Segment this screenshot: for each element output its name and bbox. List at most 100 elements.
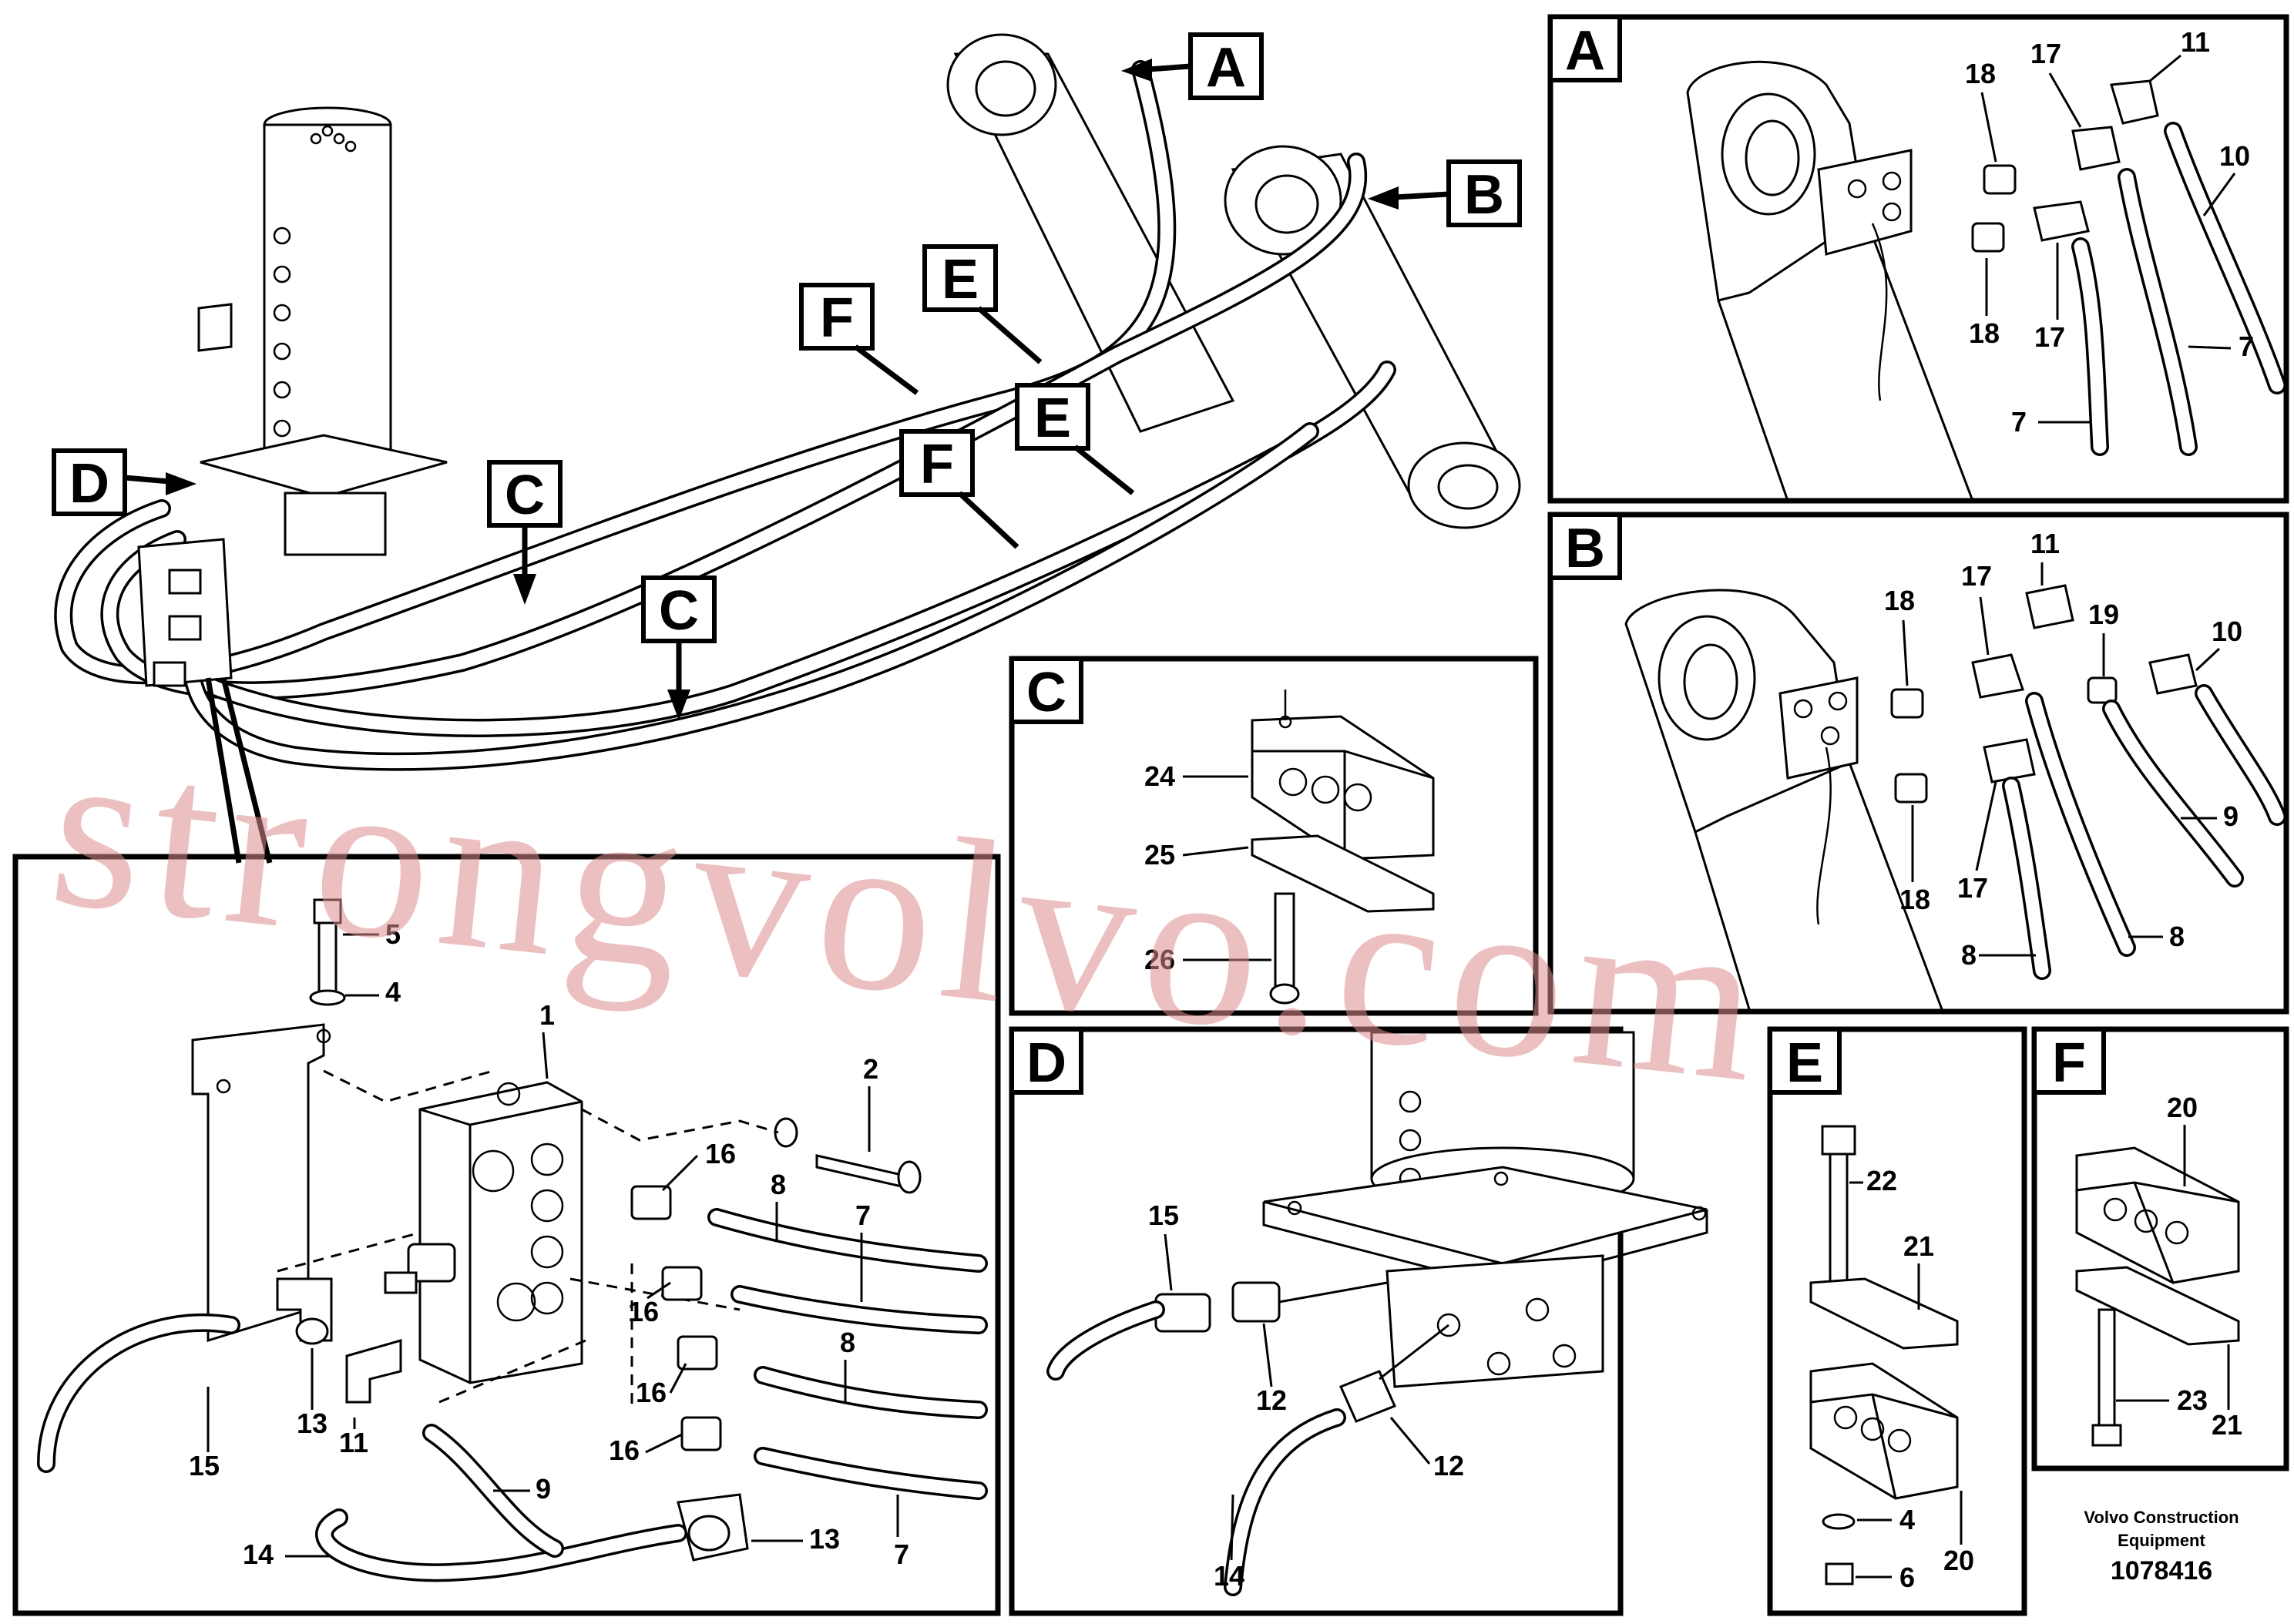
svg-text:F: F (920, 434, 954, 495)
company-line-1: Volvo Construction (2084, 1508, 2239, 1527)
overview-badge-b: B (1368, 159, 1522, 227)
main-panel-callouts: 1 2 4 5 7 7 8 8 9 11 13 13 14 15 16 16 1… (189, 918, 909, 1570)
panel-c-callout-25: 25 (1144, 839, 1175, 871)
panel-b-callout-17-top: 17 (1961, 560, 1992, 592)
panel-b-fittings (1890, 584, 2198, 804)
panel-c-callout-24: 24 (1144, 760, 1175, 792)
svg-text:A: A (1565, 20, 1605, 82)
panel-a-callout-11: 11 (2181, 26, 2210, 58)
panel-e-callout-6: 6 (1899, 1562, 1915, 1593)
panel-f-callout-23: 23 (2177, 1384, 2208, 1416)
svg-text:E: E (1034, 388, 1071, 449)
boom-cylinder-b (1224, 145, 1521, 529)
panel-e: E 22 21 4 6 20 (1767, 1026, 2027, 1616)
overview-badge-c-lower: C (641, 575, 717, 720)
panel-b: B 18 17 11 19 10 18 (1547, 512, 2289, 1015)
overview-badge-a: A (1121, 32, 1264, 100)
svg-text:C: C (659, 580, 699, 642)
panel-f-callout-21: 21 (2212, 1409, 2242, 1441)
main-hoses (37, 1208, 988, 1582)
svg-text:D: D (69, 453, 109, 515)
drawing-number: 1078416 (2111, 1556, 2212, 1585)
panel-b-callout-18-top: 18 (1884, 585, 1915, 616)
svg-text:C: C (505, 465, 545, 526)
callout-14: 14 (243, 1538, 274, 1570)
callout-7-lower: 7 (894, 1538, 909, 1570)
callout-11: 11 (339, 1427, 368, 1458)
svg-text:E: E (1786, 1032, 1823, 1094)
panel-b-callout-8-left: 8 (1961, 939, 1977, 971)
callout-8-upper: 8 (771, 1169, 786, 1200)
callout-13-left: 13 (297, 1408, 327, 1439)
panel-d-callout-12-right: 12 (1433, 1450, 1464, 1481)
callout-13-right: 13 (809, 1523, 840, 1555)
callout-16-d: 16 (609, 1434, 640, 1466)
svg-text:F: F (820, 287, 854, 349)
callout-16-b: 16 (628, 1296, 659, 1327)
panel-a: A 18 17 11 10 18 17 7 (1547, 14, 2289, 504)
panel-b-callout-17-bottom: 17 (1957, 872, 1988, 904)
panel-a-callout-18-bottom: 18 (1969, 317, 2000, 349)
panel-b-callout-19: 19 (2088, 599, 2119, 630)
panel-b-callout-9: 9 (2223, 800, 2239, 832)
panel-f: F 20 23 21 (2031, 1026, 2289, 1471)
panel-e-callout-20: 20 (1943, 1545, 1974, 1576)
svg-text:C: C (1026, 662, 1066, 723)
d-fitting-12-lower (1338, 1370, 1397, 1423)
callout-9: 9 (536, 1473, 551, 1505)
panel-a-hoses (2071, 122, 2286, 456)
panel-b-callout-11: 11 (2030, 528, 2060, 559)
overview-valve-block (137, 538, 233, 687)
panel-e-callout-22: 22 (1866, 1165, 1897, 1196)
panel-a-callout-17-bottom: 17 (2034, 321, 2065, 353)
panel-c-callout-26: 26 (1144, 944, 1175, 975)
panel-b-callout-10: 10 (2212, 616, 2242, 647)
panel-a-callout-18-top: 18 (1965, 58, 1996, 89)
panel-b-callout-8-right: 8 (2169, 921, 2185, 952)
overview-badge-d: D (52, 448, 196, 516)
union-fittings-16 (630, 1185, 722, 1451)
callout-8-lower: 8 (840, 1327, 855, 1358)
panel-e-callout-4: 4 (1899, 1504, 1915, 1535)
callout-1: 1 (539, 999, 555, 1031)
svg-text:E: E (942, 249, 979, 310)
title-block: Volvo Construction Equipment 1078416 (2084, 1508, 2239, 1585)
svg-text:F: F (2052, 1032, 2086, 1094)
panel-c: C 24 25 26 (1009, 656, 1539, 1016)
panel-d-callout-14: 14 (1214, 1560, 1244, 1592)
svg-text:D: D (1026, 1032, 1066, 1094)
overview-badge-f-upper: F (799, 283, 919, 395)
panel-a-fittings (1971, 79, 2159, 253)
panel-a-callout-7-right: 7 (2239, 331, 2254, 362)
swivel-joint (197, 106, 448, 556)
panel-e-callout-21: 21 (1903, 1230, 1934, 1262)
svg-text:A: A (1206, 37, 1246, 99)
overview-drawing (54, 33, 1521, 864)
callout-4: 4 (385, 976, 401, 1008)
main-detail-panel (12, 854, 1001, 1616)
callout-5: 5 (385, 918, 401, 950)
svg-text:B: B (1464, 164, 1504, 226)
panel-d-callout-15: 15 (1148, 1200, 1179, 1231)
panel-d: D 15 12 12 14 (1009, 1026, 1708, 1616)
callout-2: 2 (863, 1053, 878, 1085)
overview-badge-f-lower: F (899, 429, 1019, 549)
panel-f-callout-20: 20 (2167, 1092, 2198, 1123)
panel-b-callout-18-bottom: 18 (1899, 884, 1930, 915)
panel-d-callout-12-left: 12 (1256, 1384, 1287, 1416)
callout-7-upper: 7 (855, 1200, 871, 1231)
overview-badge-e-upper: E (922, 244, 1043, 364)
callout-15: 15 (189, 1450, 220, 1481)
panel-a-callout-10: 10 (2219, 140, 2250, 172)
company-line-2: Equipment (2118, 1531, 2205, 1550)
panel-b-hoses (2002, 684, 2286, 980)
callout-16-c: 16 (636, 1377, 667, 1408)
panel-a-callout-7-left: 7 (2011, 406, 2027, 438)
overview-badge-c-upper: C (487, 460, 563, 605)
svg-text:B: B (1565, 518, 1605, 579)
d-fitting-12-upper (1231, 1281, 1281, 1323)
overview-badge-e-lower: E (1015, 383, 1135, 495)
callout-16-a: 16 (705, 1138, 736, 1169)
